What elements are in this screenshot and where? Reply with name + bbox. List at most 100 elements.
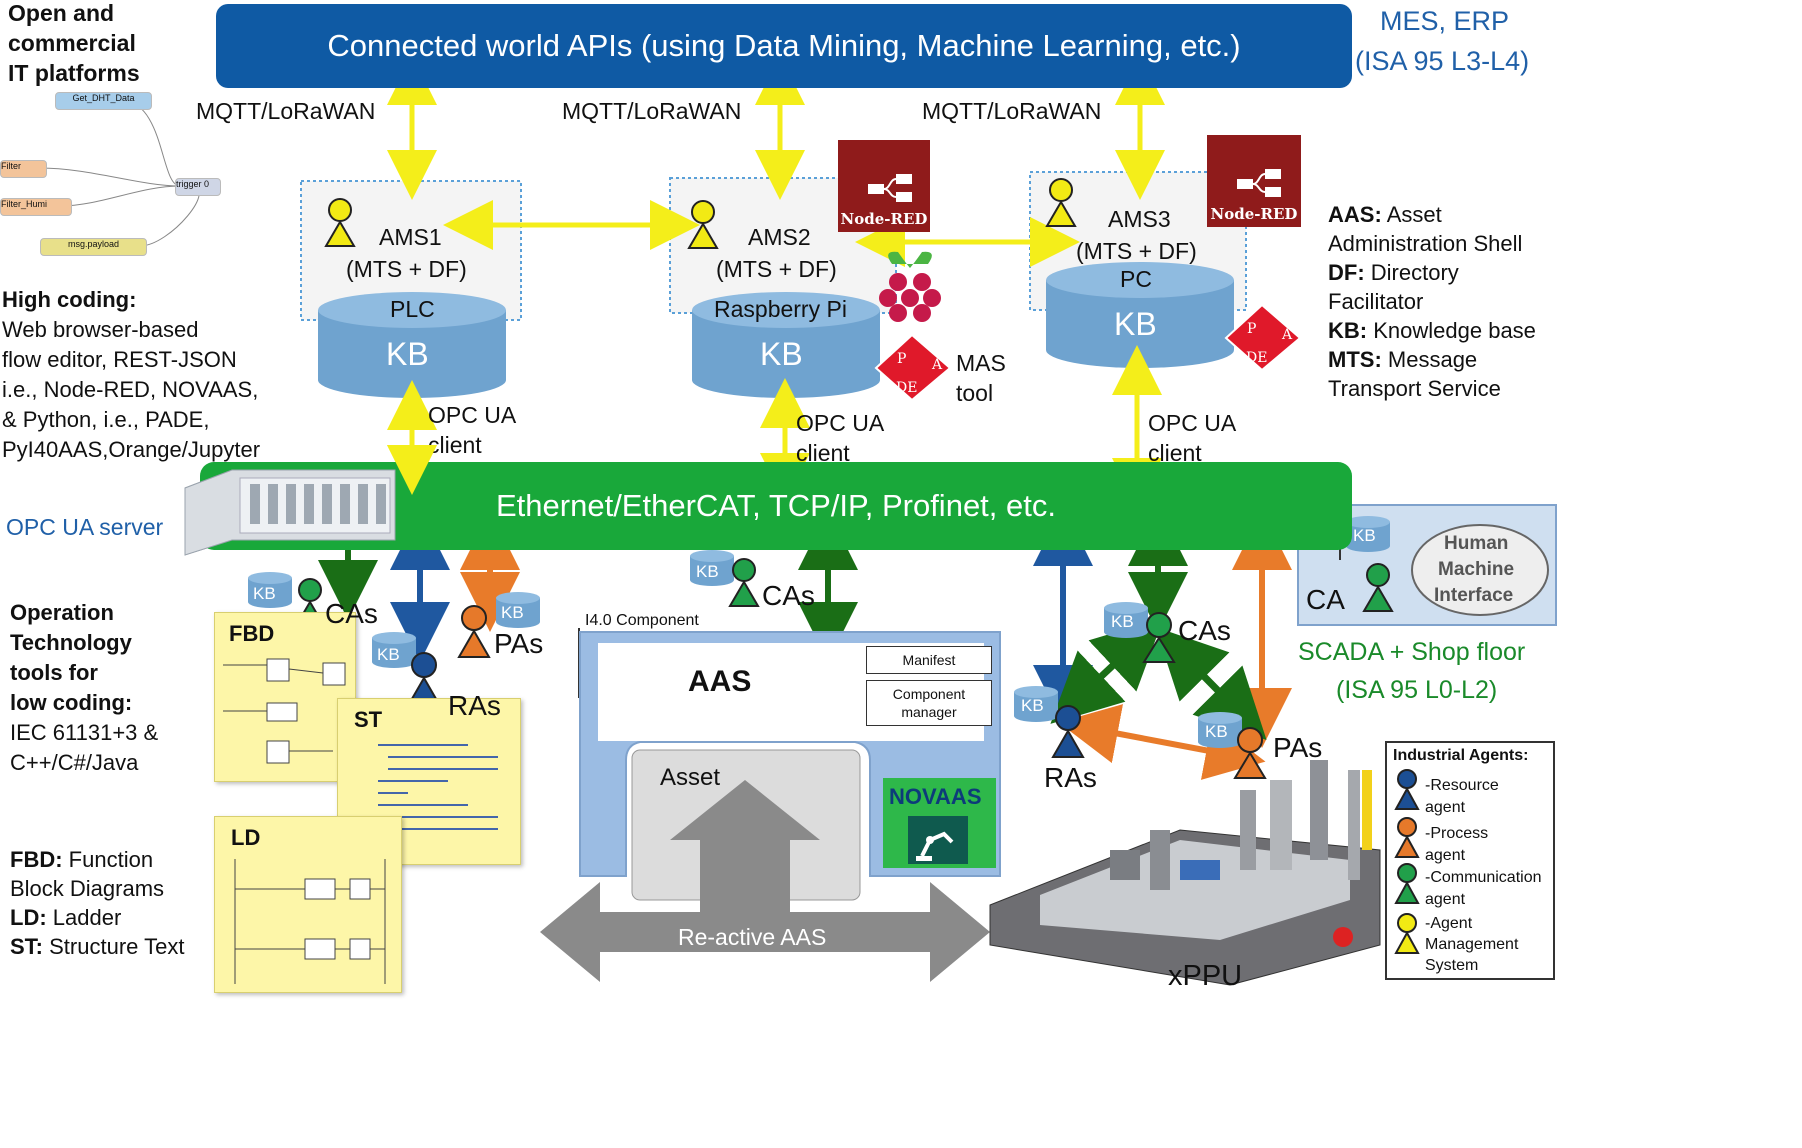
pas-label-right: PAs — [1273, 732, 1323, 763]
legend-item-label: -Resource — [1425, 777, 1499, 794]
abbrev-row: LD: Ladder — [10, 905, 122, 930]
high-coding-line: i.e., Node-RED, NOVAAS, — [2, 377, 259, 402]
pade-icon-2 — [1224, 303, 1302, 372]
abbrev-row: FBD: Function — [10, 847, 154, 872]
kb-cylinder-pc — [1046, 262, 1234, 368]
opc-client-1-line1: OPC UA — [428, 402, 517, 428]
mqtt-label-3: MQTT/LoRaWAN — [922, 98, 1102, 124]
node-red-label-1: Node-RED — [840, 210, 928, 228]
flow-node-msg-payload: msg.payload — [40, 238, 147, 256]
ams2-name: AMS2 — [748, 224, 811, 250]
kb-tag-cas-right: KB — [1111, 612, 1134, 631]
op-tech-line: IEC 61131+3 & — [10, 720, 159, 745]
flow-node-get-dht: Get_DHT_Data — [55, 92, 152, 110]
opc-client-2-line2: client — [796, 440, 850, 466]
kb-tag-cas-mid: KB — [696, 562, 719, 581]
kb-raspberry-label: KB — [760, 336, 803, 372]
definition-row: Facilitator — [1328, 289, 1424, 314]
fbd-title: FBD — [229, 621, 275, 646]
manifest-box: Manifest — [866, 646, 992, 674]
definition-row: AAS: Asset — [1328, 202, 1442, 227]
component-manager-line1: Component — [892, 686, 966, 702]
operation-tech-block: Operation Technology tools for low codin… — [10, 598, 158, 778]
definition-row: MTS: Message — [1328, 347, 1478, 372]
robot-arm-icon — [908, 816, 968, 864]
abbrev-row: ST: Structure Text — [10, 934, 185, 959]
kb-pc-label: KB — [1114, 306, 1157, 342]
node-red-icon-1: Node-RED — [838, 140, 930, 232]
high-coding-title: High coding: — [2, 287, 137, 312]
mas-tool-line2: tool — [956, 380, 994, 406]
opc-client-3-line1: OPC UA — [1148, 410, 1237, 436]
pade-a-1: A — [932, 357, 943, 373]
kb-tag-scada: KB — [1353, 526, 1376, 545]
pade-p-2: P — [1247, 321, 1257, 337]
hmi-ellipse — [1411, 524, 1549, 616]
kb-cylinder-raspberry — [692, 292, 880, 398]
asset-label: Asset — [660, 764, 721, 791]
definition-row: KB: Knowledge base — [1328, 318, 1536, 343]
novaas-label: NOVAAS — [889, 784, 982, 809]
ams3-sub: (MTS + DF) — [1076, 238, 1197, 264]
fieldbus-band: Ethernet/EtherCAT, TCP/IP, Profinet, etc… — [200, 462, 1352, 550]
high-coding-block: High coding: Web browser-based flow edit… — [2, 285, 260, 465]
opc-client-2-line1: OPC UA — [796, 410, 885, 436]
manifest-label: Manifest — [902, 652, 956, 668]
legend-item-label: -Communication — [1425, 869, 1542, 886]
kb-plc-label: KB — [386, 336, 429, 372]
fbd-note: FBD — [214, 612, 356, 782]
flow-node-filter-humi: Filter_Humi — [0, 198, 72, 216]
cas-label-right: CAs — [1178, 615, 1231, 646]
mas-tool-line1: MAS — [956, 350, 1006, 376]
kb-tag-ras-right: KB — [1021, 696, 1044, 715]
reactive-aas-label: Re-active AAS — [678, 924, 827, 950]
raspberry-pi-icon — [879, 251, 941, 322]
xppu-label: xPPU — [1168, 960, 1243, 992]
abbrev-row: Block Diagrams — [10, 876, 165, 901]
mid-band-label: Ethernet/EtherCAT, TCP/IP, Profinet, etc… — [496, 488, 1056, 523]
industrial-agents-legend: Industrial Agents: -Resource agent -Proc… — [1385, 741, 1555, 980]
xppu-machine-image — [989, 760, 1381, 986]
hmi-line3: Interface — [1434, 585, 1514, 606]
ams3-name: AMS3 — [1108, 206, 1171, 232]
mqtt-label-2: MQTT/LoRaWAN — [562, 98, 742, 124]
legend-title: Industrial Agents: — [1393, 747, 1529, 764]
opc-client-3-line2: client — [1148, 440, 1202, 466]
mes-erp-line2: (ISA 95 L3-L4) — [1355, 46, 1530, 76]
high-coding-line: Web browser-based — [2, 317, 199, 342]
definition-row: DF: Directory — [1328, 260, 1459, 285]
st-title: ST — [354, 707, 383, 732]
op-tech-title-line: tools for — [10, 660, 98, 685]
abbreviations-block: FBD: Function Block Diagrams LD: Ladder … — [10, 845, 184, 961]
legend-item-label: agent — [1425, 847, 1466, 864]
ld-title: LD — [231, 825, 261, 850]
pade-de-2: DE — [1246, 350, 1268, 366]
high-coding-line: flow editor, REST-JSON — [2, 347, 237, 372]
op-tech-title-line: low coding: — [10, 690, 133, 715]
ras-label-right: RAs — [1044, 762, 1097, 793]
mes-erp-line1: MES, ERP — [1380, 6, 1510, 36]
device-plc-label: PLC — [390, 296, 435, 322]
kb-cylinder-plc — [318, 292, 506, 398]
kb-tag-pas-left: KB — [501, 603, 524, 622]
ams2-sub: (MTS + DF) — [716, 256, 837, 282]
op-tech-line: C++/C#/Java — [10, 750, 139, 775]
legend-item-label: Management — [1425, 936, 1519, 953]
connected-world-apis-band: Connected world APIs (using Data Mining,… — [216, 4, 1352, 88]
top-band-label: Connected world APIs (using Data Mining,… — [327, 28, 1241, 63]
legend-item-label: -Agent — [1425, 915, 1473, 932]
definition-row: Transport Service — [1328, 376, 1501, 401]
it-platforms-line2: commercial — [8, 30, 136, 56]
component-manager-line2: manager — [901, 704, 957, 720]
pade-a-2: A — [1282, 327, 1293, 343]
reactive-aas-arrow — [540, 780, 990, 982]
aas-title: AAS — [688, 665, 752, 698]
definitions-list: AAS: Asset Administration Shell DF: Dire… — [1328, 200, 1536, 403]
pas-label-left: PAs — [494, 628, 544, 659]
device-raspberry-label: Raspberry Pi — [714, 296, 847, 322]
flow-editor-thumbnail: Get_DHT_Data Filter Filter_Humi trigger … — [0, 86, 221, 266]
legend-item-label: agent — [1425, 799, 1466, 816]
op-tech-title-line: Operation — [10, 600, 114, 625]
flow-node-trigger: trigger 0 — [175, 178, 221, 196]
cas-label-mid: CAs — [762, 580, 815, 611]
